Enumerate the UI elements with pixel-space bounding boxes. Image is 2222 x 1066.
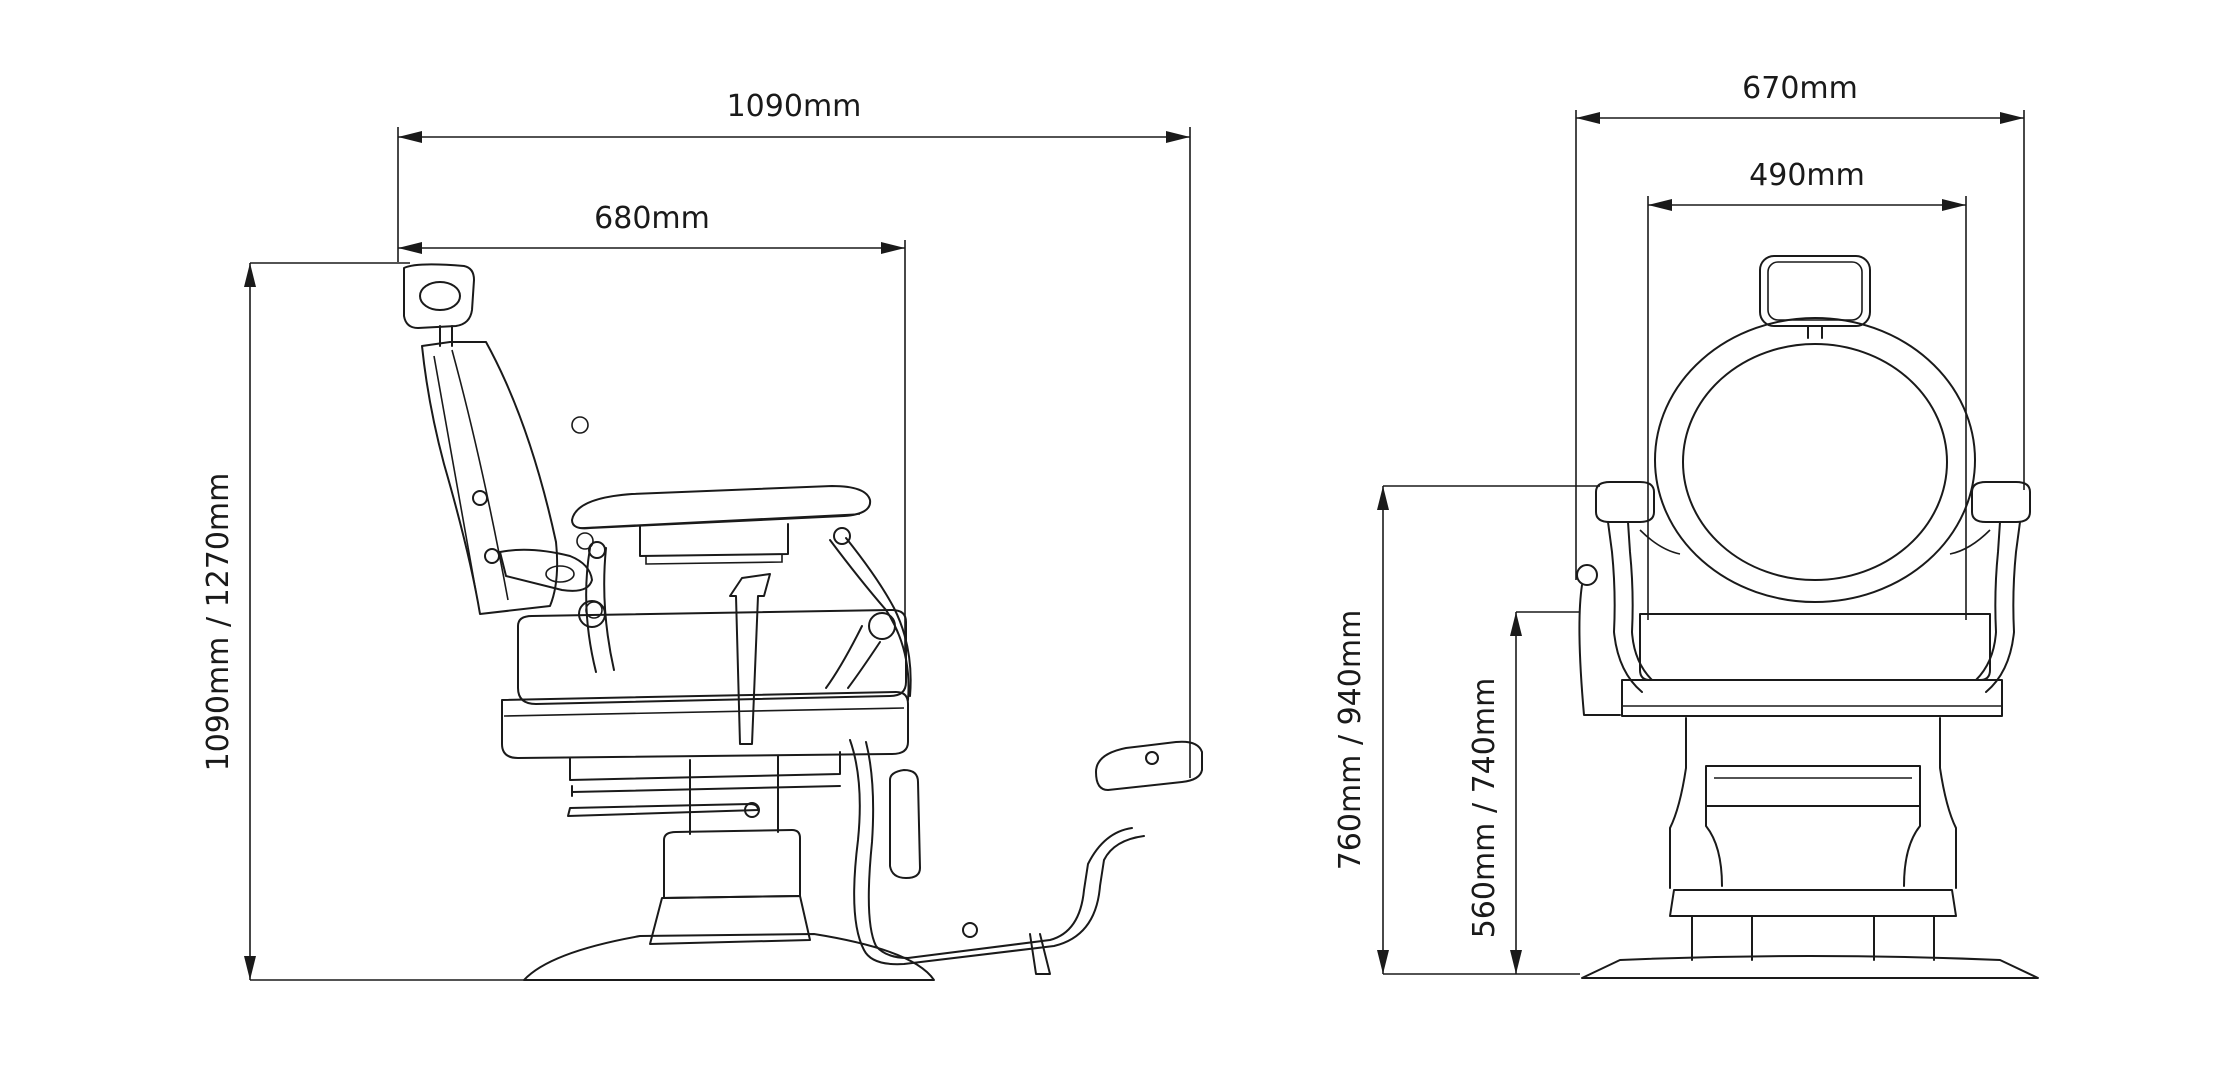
- overall-height-dimension: 1090mm / 1270mm: [201, 262, 545, 981]
- seat-height-label: 560mm / 740mm: [1467, 678, 1502, 939]
- front-view: 670mm 490mm 760mm / 940mm 560mm / 74: [1333, 71, 2039, 979]
- chair-side-outline: [403, 263, 1203, 981]
- seat-height-dimension: 560mm / 740mm: [1467, 611, 1580, 974]
- chair-front-outline: [1576, 255, 2039, 979]
- seat-width-label: 490mm: [1749, 158, 1865, 193]
- overall-height-label: 1090mm / 1270mm: [201, 473, 236, 772]
- overall-length-dimension: 1090mm: [397, 89, 1191, 778]
- seat-width-dimension: 490mm: [1647, 158, 1967, 620]
- armrest-height-label: 760mm / 940mm: [1333, 610, 1368, 871]
- seat-length-label: 680mm: [594, 201, 710, 236]
- armrest-height-dimension: 760mm / 940mm: [1333, 485, 1600, 975]
- seat-length-dimension: 680mm: [398, 201, 906, 650]
- overall-width-label: 670mm: [1742, 71, 1858, 106]
- side-view: 1090mm 680mm 1090mm / 1270mm: [201, 89, 1203, 981]
- overall-length-label: 1090mm: [727, 89, 862, 124]
- overall-width-dimension: 670mm: [1575, 71, 2025, 580]
